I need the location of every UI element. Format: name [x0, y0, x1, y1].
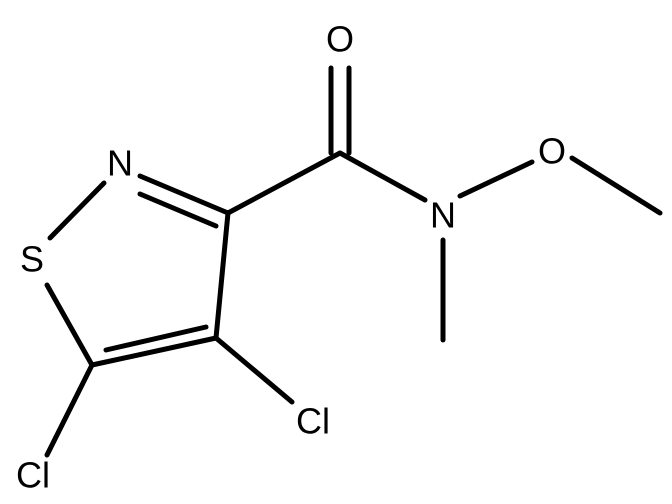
bond-c4-c3 — [213, 210, 231, 341]
atom-nitrogen-ring: N — [107, 143, 133, 184]
atom-sulfur: S — [20, 239, 44, 280]
bond-ring-to-carbonyl — [225, 150, 343, 216]
bond-c5-cl — [44, 362, 95, 458]
atom-chlorine-4: Cl — [296, 401, 330, 442]
bond-c3-n-double-b — [137, 191, 219, 229]
atom-labels: O O N N S Cl Cl — [16, 19, 566, 496]
bond-c5-c4-double-a — [89, 335, 219, 368]
bond-amide-n-to-o — [457, 159, 535, 199]
bond-c4-cl — [213, 335, 295, 405]
bonds — [44, 65, 663, 458]
bond-n-s — [47, 180, 107, 241]
bond-carbonyl-to-amide-n — [337, 150, 428, 203]
atom-nitrogen-amide: N — [430, 195, 456, 236]
bond-c3-n-double-a — [137, 173, 231, 216]
atom-oxygen-methoxy: O — [538, 131, 566, 172]
bond-s-c5 — [44, 282, 95, 368]
atom-chlorine-5: Cl — [16, 455, 50, 496]
atom-oxygen-carbonyl: O — [326, 19, 354, 60]
bond-o-to-methyl — [569, 155, 663, 216]
bond-c5-c4-double-b — [103, 324, 209, 353]
